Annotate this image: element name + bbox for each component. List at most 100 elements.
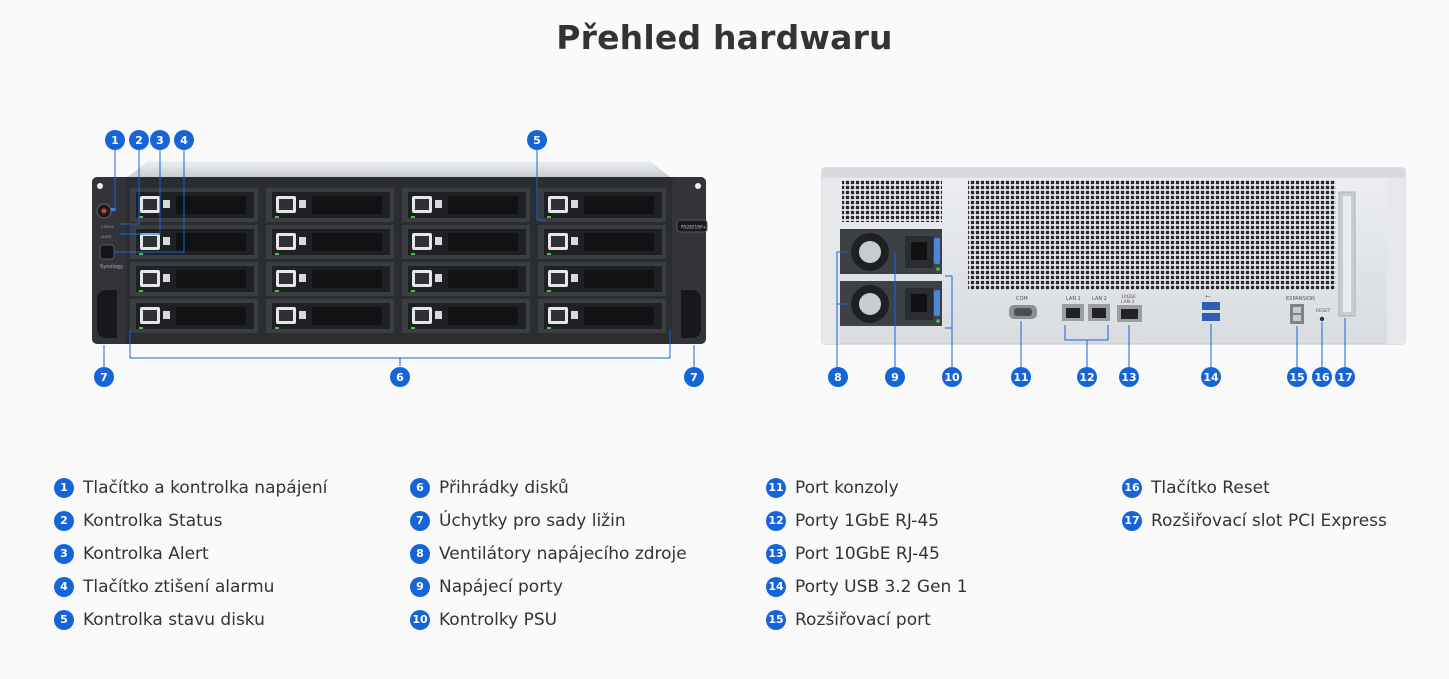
drive-tray-lock bbox=[299, 274, 306, 282]
drive-tray-grille bbox=[312, 196, 382, 214]
drive-tray-lock bbox=[299, 237, 306, 245]
legend-number-badge: 16 bbox=[1122, 477, 1142, 498]
drive-tray-grille bbox=[176, 270, 246, 288]
callout-circle bbox=[150, 130, 170, 150]
drive-tray[interactable] bbox=[538, 225, 666, 259]
drive-tray-grille bbox=[176, 307, 246, 325]
callout-circle bbox=[1119, 367, 1139, 387]
legend-label: Tlačítko Reset bbox=[1151, 477, 1270, 498]
leader-line bbox=[536, 148, 546, 221]
drive-tray-grille bbox=[312, 307, 382, 325]
drive-status-led bbox=[275, 253, 279, 255]
psu-fan-hub bbox=[859, 293, 881, 315]
reset-button[interactable] bbox=[1319, 316, 1325, 322]
legend-label: Rozšiřovací slot PCI Express bbox=[1151, 510, 1387, 531]
callout-marker: 12 bbox=[1077, 367, 1097, 387]
leader-lines bbox=[103, 148, 1346, 368]
callout-circle bbox=[129, 130, 149, 150]
legend-number-badge: 3 bbox=[54, 543, 74, 564]
ear-screw-hole bbox=[97, 183, 103, 189]
leader-line bbox=[120, 148, 140, 225]
rear-top-edge bbox=[822, 168, 1405, 178]
callout-marker: 5 bbox=[527, 130, 547, 150]
mute-alarm-button[interactable] bbox=[99, 244, 115, 260]
drive-tray[interactable] bbox=[402, 225, 530, 259]
legend-number-badge: 5 bbox=[54, 609, 74, 630]
drive-tray[interactable] bbox=[402, 188, 530, 222]
legend-number-badge: 10 bbox=[410, 609, 430, 630]
drive-tray-lock bbox=[163, 274, 170, 282]
model-badge bbox=[676, 219, 708, 233]
legend-number-badge: 17 bbox=[1122, 510, 1142, 531]
legend-number-badge: 13 bbox=[766, 543, 786, 564]
drive-tray-latch-inner bbox=[279, 236, 293, 247]
drive-tray[interactable] bbox=[130, 299, 258, 333]
callout-number: 7 bbox=[690, 371, 698, 384]
legend-number-badge: 9 bbox=[410, 576, 430, 597]
drive-tray[interactable] bbox=[402, 262, 530, 296]
callout-marker: 7 bbox=[684, 367, 704, 387]
drive-tray[interactable] bbox=[266, 188, 394, 222]
callout-number: 16 bbox=[1314, 371, 1330, 384]
drive-tray[interactable] bbox=[538, 299, 666, 333]
callout-number: 17 bbox=[1337, 371, 1352, 384]
drive-tray-latch-inner bbox=[415, 273, 429, 284]
callout-circle bbox=[1077, 367, 1097, 387]
power-port-socket bbox=[911, 242, 927, 260]
drive-tray-lock bbox=[299, 311, 306, 319]
legend-label: Tlačítko a kontrolka napájení bbox=[83, 477, 328, 498]
callout-circle bbox=[1335, 367, 1355, 387]
callout-circle bbox=[105, 130, 125, 150]
leader-line bbox=[945, 275, 953, 368]
lan3-port-socket bbox=[1121, 309, 1138, 319]
drive-tray[interactable] bbox=[130, 188, 258, 222]
drive-status-led bbox=[139, 327, 143, 329]
callout-number: 8 bbox=[834, 371, 842, 384]
drive-tray[interactable] bbox=[538, 262, 666, 296]
drive-tray[interactable] bbox=[266, 299, 394, 333]
legend-label: Porty 1GbE RJ-45 bbox=[795, 510, 940, 531]
legend-number-badge: 8 bbox=[410, 543, 430, 564]
legend-item: 17 Rozšiřovací slot PCI Express bbox=[1122, 504, 1387, 537]
legend-column: 16 Tlačítko Reset 17 Rozšiřovací slot PCI E… bbox=[1122, 471, 1387, 537]
rear-left-ear bbox=[822, 178, 840, 344]
drive-tray[interactable] bbox=[266, 262, 394, 296]
model-label: RS2821RP+ bbox=[681, 225, 707, 230]
ear-screw-hole bbox=[695, 183, 701, 189]
drive-tray-latch-inner bbox=[551, 199, 565, 210]
drive-tray[interactable] bbox=[130, 262, 258, 296]
callout-number: 13 bbox=[1121, 371, 1136, 384]
drive-status-led bbox=[275, 327, 279, 329]
drive-tray[interactable] bbox=[402, 299, 530, 333]
callout-circle bbox=[1287, 367, 1307, 387]
drive-tray-grille bbox=[312, 233, 382, 251]
legend-label: Porty USB 3.2 Gen 1 bbox=[795, 576, 968, 597]
callout-marker: 7 bbox=[94, 367, 114, 387]
psu-led bbox=[936, 319, 940, 323]
drive-tray-latch-inner bbox=[551, 273, 565, 284]
callout-number: 7 bbox=[100, 371, 108, 384]
expansion-port-slot bbox=[1293, 307, 1301, 313]
drive-tray[interactable] bbox=[538, 188, 666, 222]
callout-marker: 10 bbox=[942, 367, 962, 387]
psu-handle bbox=[934, 238, 940, 264]
drive-tray-lock bbox=[571, 311, 578, 319]
drive-tray-lock bbox=[299, 200, 306, 208]
rear-unit: COM LAN 1 LAN 2 10GbE LAN 3 EXPANSION RE… bbox=[821, 167, 1406, 345]
drive-tray[interactable] bbox=[130, 225, 258, 259]
drive-tray-lock bbox=[163, 237, 170, 245]
callout-marker: 14 bbox=[1201, 367, 1221, 387]
drive-tray[interactable] bbox=[266, 225, 394, 259]
callout-number: 9 bbox=[891, 371, 899, 384]
drive-tray-grille bbox=[448, 233, 518, 251]
drive-tray-latch-inner bbox=[279, 199, 293, 210]
callout-marker: 3 bbox=[150, 130, 170, 150]
callout-number: 4 bbox=[180, 134, 188, 147]
callout-circle bbox=[174, 130, 194, 150]
drive-tray-lock bbox=[435, 274, 442, 282]
drive-tray-latch-inner bbox=[143, 199, 157, 210]
